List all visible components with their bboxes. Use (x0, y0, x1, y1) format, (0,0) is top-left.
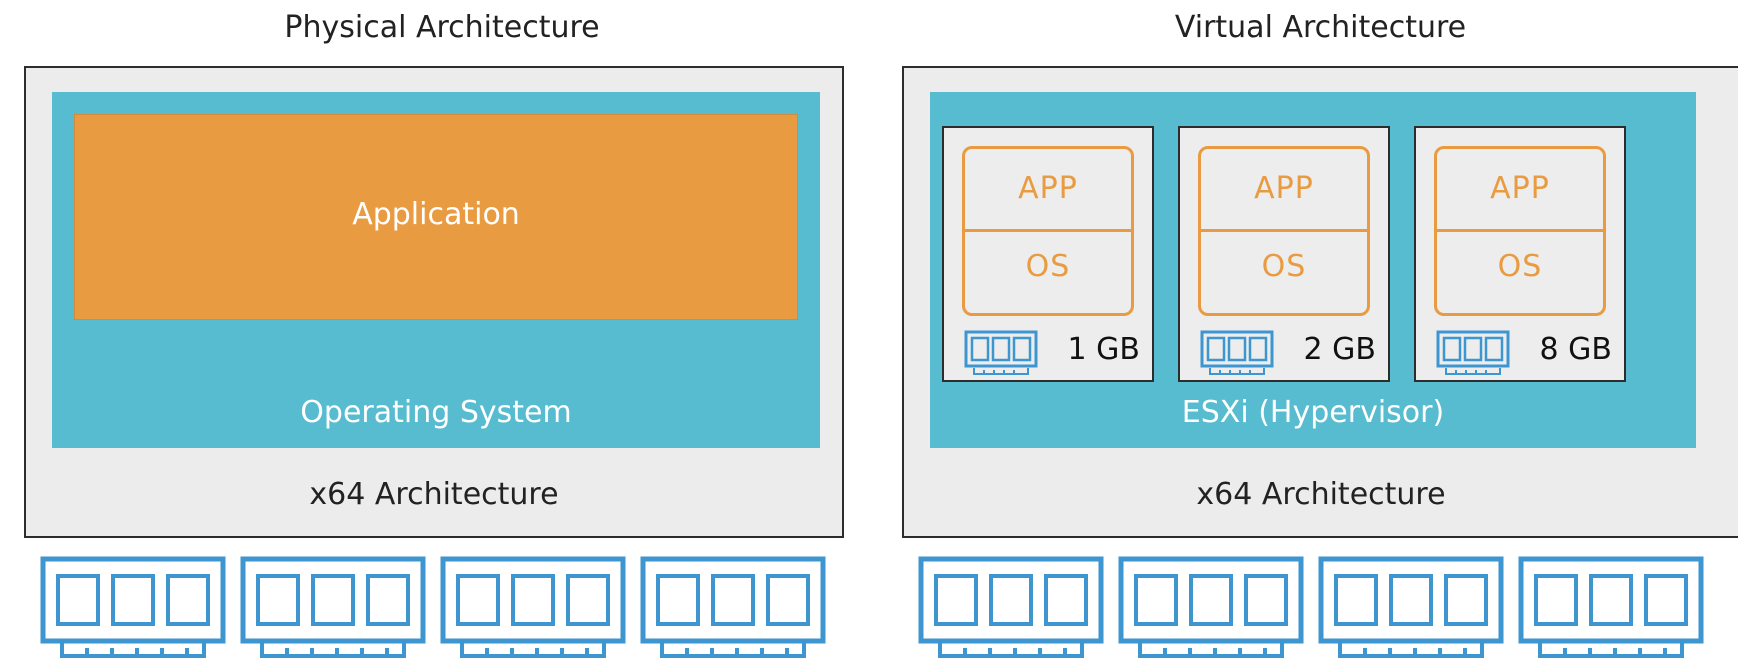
virtual-architecture-title: Virtual Architecture (1174, 10, 1467, 45)
ram-module-icon (964, 330, 1038, 375)
ram-module-icon (640, 556, 826, 658)
application-label: Application (352, 197, 520, 232)
ram-module-icon (40, 556, 226, 658)
vm-memory-label: 8 GB (1539, 332, 1612, 367)
vm-divider (965, 229, 1131, 232)
hypervisor-layer: APP OS 1 GB APP OS (930, 92, 1696, 448)
vm-memory-label: 1 GB (1067, 332, 1140, 367)
virtual-machine: APP OS 1 GB (942, 126, 1154, 382)
operating-system-label: Operating System (300, 395, 572, 430)
vm-app-label: APP (1018, 171, 1078, 206)
physical-x64-box: Application Operating System x64 Archite… (24, 66, 844, 538)
ram-module-icon (1118, 556, 1304, 658)
vm-os-label: OS (1261, 249, 1307, 284)
operating-system-layer: Application Operating System (52, 92, 820, 448)
vm-app-label: APP (1490, 171, 1550, 206)
virtual-machine: APP OS 2 GB (1178, 126, 1390, 382)
virtual-x64-box: APP OS 1 GB APP OS (902, 66, 1738, 538)
hypervisor-label: ESXi (Hypervisor) (1181, 395, 1445, 430)
physical-x64-label: x64 Architecture (309, 477, 559, 512)
virtual-machine: APP OS 8 GB (1414, 126, 1626, 382)
vm-divider (1201, 229, 1367, 232)
vm-guest-stack: APP OS (1198, 146, 1370, 316)
ram-module-icon (1436, 330, 1510, 375)
ram-module-icon (240, 556, 426, 658)
physical-architecture-title: Physical Architecture (284, 10, 600, 45)
vm-os-label: OS (1497, 249, 1543, 284)
application-block: Application (74, 114, 798, 320)
ram-module-icon (1200, 330, 1274, 375)
vm-memory-label: 2 GB (1303, 332, 1376, 367)
ram-module-icon (918, 556, 1104, 658)
vm-app-label: APP (1254, 171, 1314, 206)
vm-guest-stack: APP OS (962, 146, 1134, 316)
ram-module-icon (1318, 556, 1504, 658)
ram-module-icon (1518, 556, 1704, 658)
vm-os-label: OS (1025, 249, 1071, 284)
vm-guest-stack: APP OS (1434, 146, 1606, 316)
virtual-x64-label: x64 Architecture (1196, 477, 1446, 512)
ram-module-icon (440, 556, 626, 658)
vm-divider (1437, 229, 1603, 232)
